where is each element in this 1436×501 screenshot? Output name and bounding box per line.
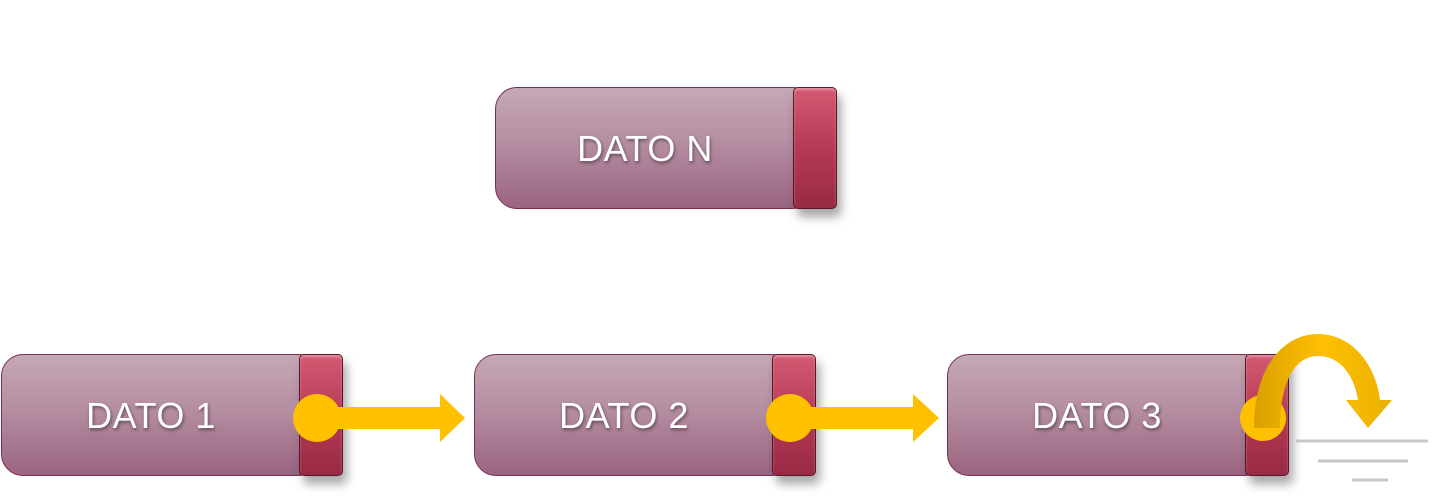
arrow-dato1-to-dato2	[293, 394, 465, 442]
node-dato-2: DATO 2	[474, 354, 816, 478]
node-label: DATO 2	[559, 395, 689, 436]
node-pointer-cap	[793, 87, 837, 209]
null-arc-arrow	[1254, 334, 1392, 428]
arrow-shape	[317, 394, 465, 442]
arrow-shape	[790, 394, 939, 442]
node-data-box	[947, 354, 1267, 476]
node-data-box	[474, 354, 794, 476]
null-pointer	[1240, 334, 1428, 482]
node-dato-n: DATO N	[495, 87, 837, 211]
node-data-box	[495, 87, 815, 209]
node-label: DATO 3	[1032, 395, 1162, 436]
node-data-box	[1, 354, 321, 476]
arrow-dato2-to-dato3	[766, 394, 939, 442]
node-label: DATO N	[577, 128, 713, 169]
node-label: DATO 1	[86, 395, 216, 436]
node-dato-1: DATO 1	[1, 354, 343, 478]
